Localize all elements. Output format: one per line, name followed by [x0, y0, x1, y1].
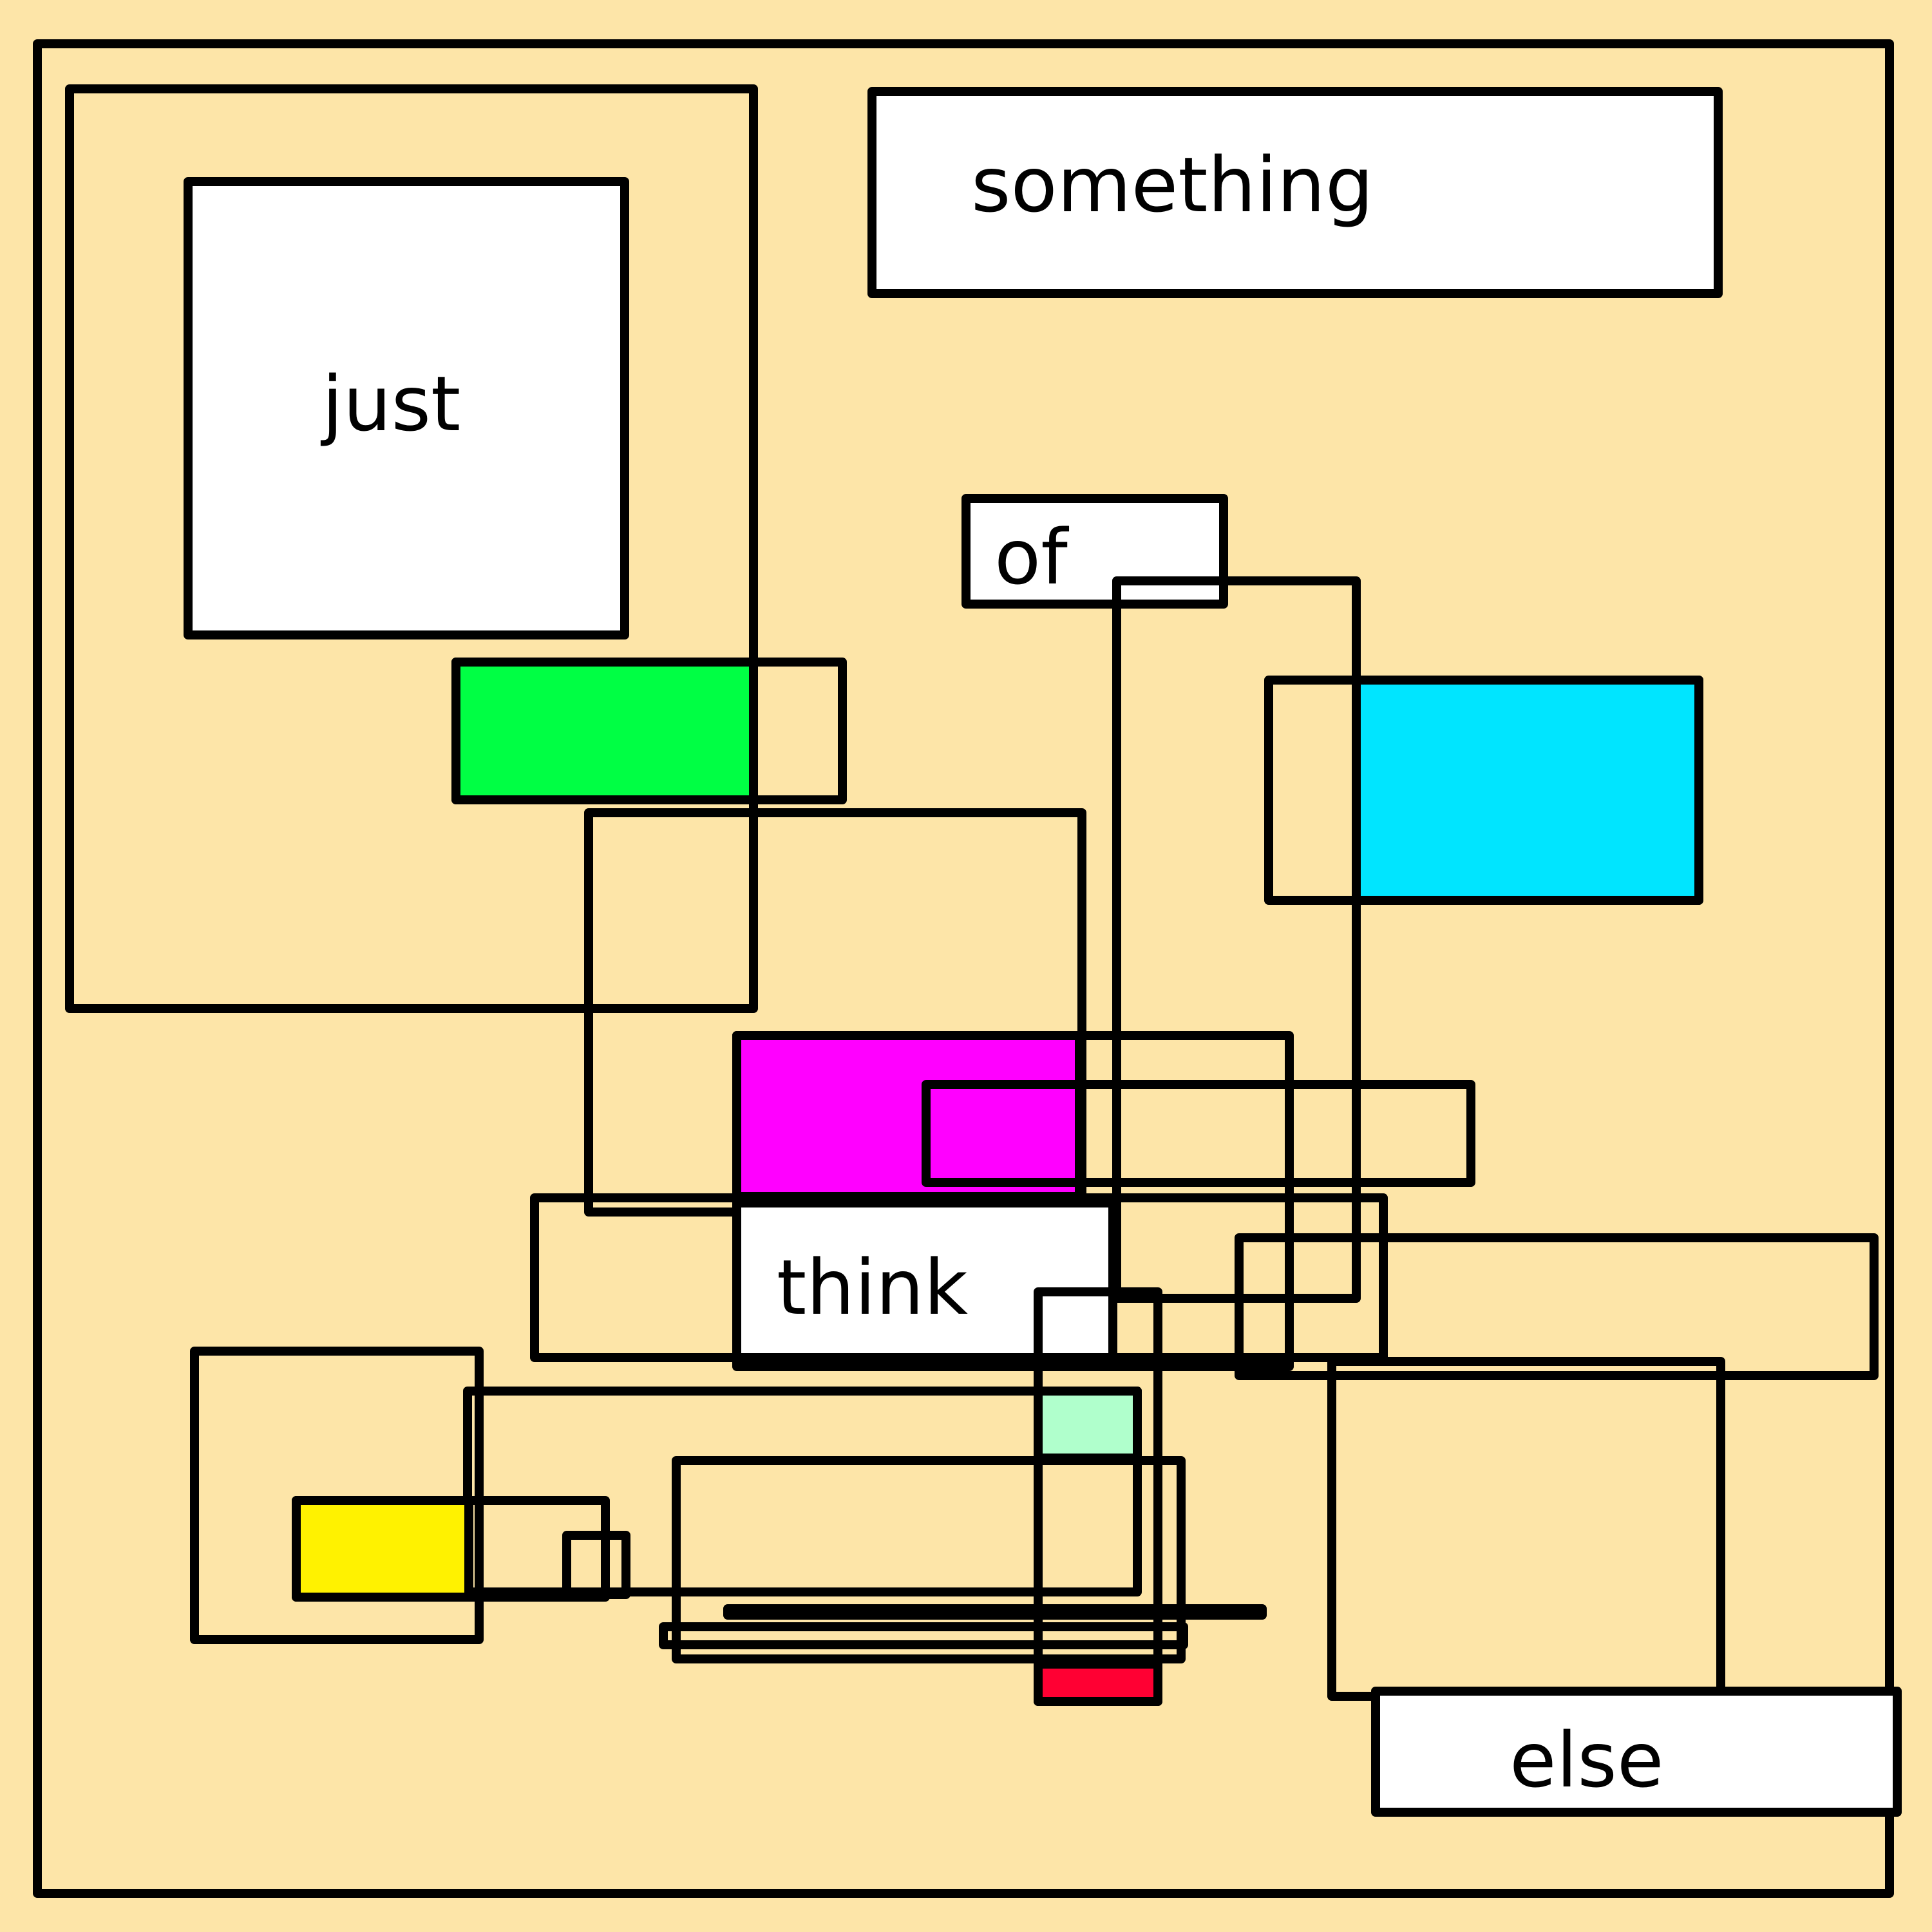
magenta-block	[732, 1031, 1084, 1201]
outline-box	[659, 1622, 1188, 1649]
word-just: just	[320, 359, 460, 448]
mint-block	[1034, 1387, 1142, 1463]
yellow-block	[292, 1496, 473, 1602]
outline-box	[672, 1456, 1186, 1663]
outline-box	[1034, 1287, 1162, 1706]
outline-box	[292, 1496, 610, 1602]
outline-box	[65, 84, 758, 1013]
outline-box	[451, 658, 847, 804]
word-else: else	[1510, 1716, 1663, 1804]
word-something: something	[971, 140, 1374, 229]
outline-box	[922, 1080, 1475, 1187]
outline-box	[562, 1531, 630, 1599]
outline-box	[723, 1604, 1267, 1620]
red-block	[1034, 1660, 1162, 1706]
word-box-think	[732, 1198, 1117, 1362]
word-box-of	[961, 494, 1228, 609]
word-box-just	[184, 177, 629, 639]
word-think: think	[777, 1243, 968, 1332]
outline-box	[1235, 1233, 1879, 1380]
word-box-something	[867, 87, 1723, 298]
outline-box	[190, 1347, 484, 1644]
word-of: of	[994, 513, 1069, 601]
outline-box	[530, 1193, 1388, 1362]
outline-box	[463, 1387, 1142, 1596]
green-block	[451, 658, 758, 804]
cyan-block	[1352, 676, 1703, 905]
word-box-else	[1371, 1687, 1902, 1817]
